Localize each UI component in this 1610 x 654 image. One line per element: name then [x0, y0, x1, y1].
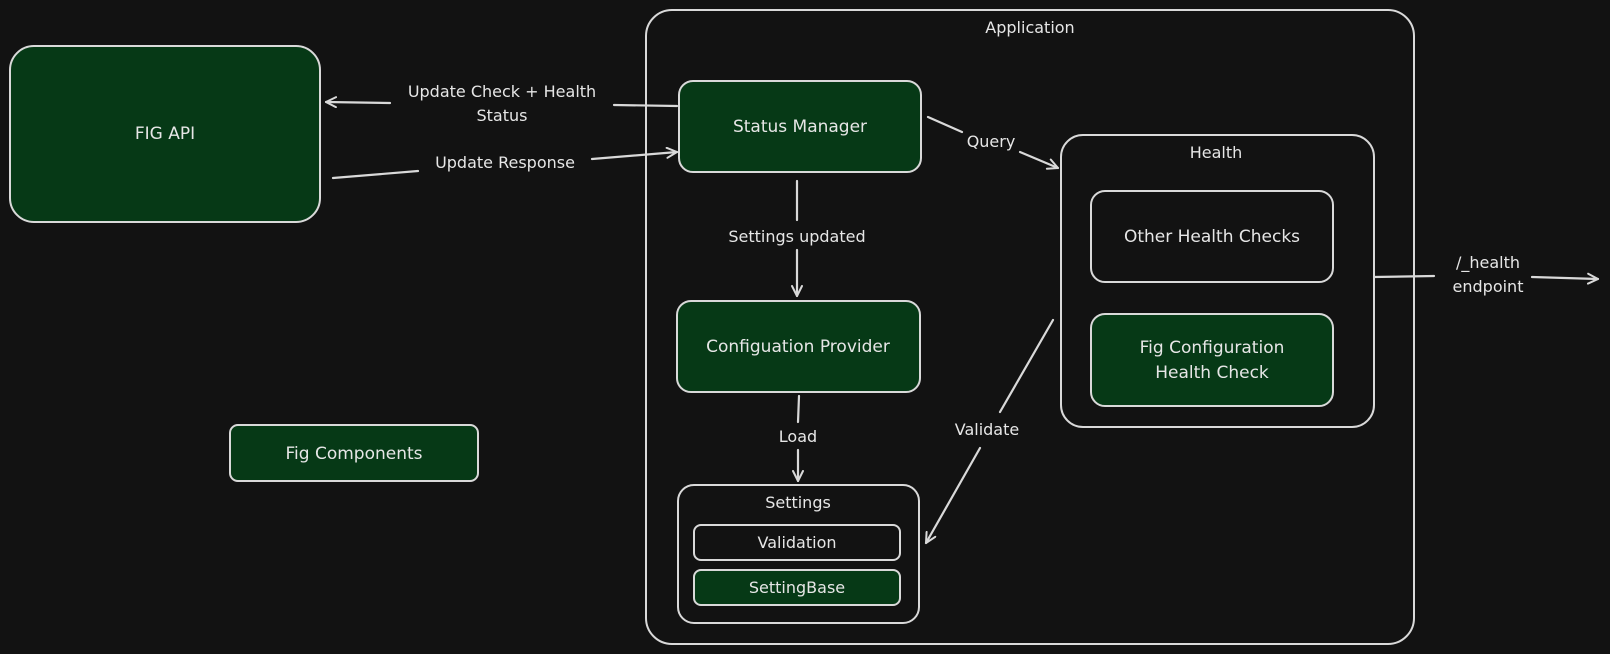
- edge-load-label: Load: [779, 427, 817, 446]
- configuration-provider-node[interactable]: Configuation Provider: [676, 300, 921, 393]
- edge-load: Load: [779, 394, 817, 483]
- edge-validate-label: Validate: [955, 420, 1019, 439]
- fig-components-label: Fig Components: [285, 444, 422, 464]
- other-health-checks-label: Other Health Checks: [1124, 227, 1300, 247]
- setting-base-label: SettingBase: [749, 578, 845, 597]
- edge-update-check: Update Check + Health Status: [324, 82, 679, 125]
- status-manager-label: Status Manager: [733, 117, 867, 137]
- fig-api-label: FIG API: [135, 124, 195, 144]
- application-container: Application: [645, 9, 1415, 645]
- fig-api-node[interactable]: FIG API: [9, 45, 321, 223]
- settings-container: Settings: [677, 484, 920, 624]
- health-label: Health: [1190, 143, 1243, 162]
- application-label: Application: [985, 18, 1074, 37]
- edge-health-endpoint: /_health endpoint: [1372, 253, 1600, 296]
- other-health-checks-node[interactable]: Other Health Checks: [1090, 190, 1334, 283]
- edge-health-endpoint-label-line2: endpoint: [1453, 277, 1524, 296]
- edge-settings-updated: Settings updated: [728, 179, 866, 298]
- edge-query: Query: [926, 115, 1060, 170]
- edge-settings-updated-label: Settings updated: [728, 227, 865, 246]
- fig-config-health-check-label-line1: Fig Configuration: [1140, 338, 1285, 358]
- fig-config-health-check-node[interactable]: Fig Configuration Health Check: [1090, 313, 1334, 407]
- validation-label: Validation: [757, 533, 836, 552]
- configuration-provider-label: Configuation Provider: [706, 337, 890, 357]
- status-manager-node[interactable]: Status Manager: [678, 80, 922, 173]
- edge-update-response-label: Update Response: [435, 153, 575, 172]
- edge-update-check-label-line2: Status: [477, 106, 528, 125]
- fig-components-legend: Fig Components: [229, 424, 479, 482]
- edge-validate: Validate: [924, 318, 1055, 545]
- setting-base-node[interactable]: SettingBase: [693, 569, 901, 606]
- edge-update-response: Update Response: [331, 146, 679, 180]
- health-container: Health: [1060, 134, 1375, 428]
- settings-label: Settings: [765, 493, 831, 512]
- validation-node[interactable]: Validation: [693, 524, 901, 561]
- edge-query-label: Query: [967, 132, 1016, 151]
- edge-update-check-label-line1: Update Check + Health: [408, 82, 596, 101]
- edge-health-endpoint-label-line1: /_health: [1456, 253, 1520, 273]
- fig-config-health-check-label-line2: Health Check: [1155, 363, 1269, 383]
